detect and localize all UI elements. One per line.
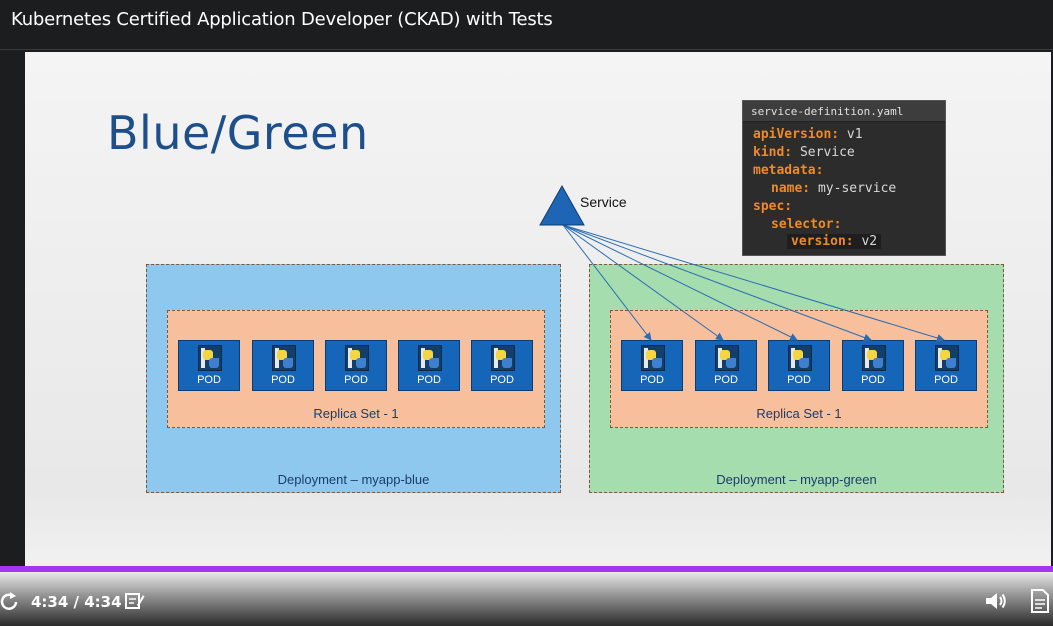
replay-icon[interactable]	[0, 590, 18, 612]
video-slide[interactable]: Blue/Green POD POD POD POD POD	[25, 52, 1051, 567]
pod-label: POD	[787, 374, 811, 386]
python-icon	[418, 345, 442, 371]
pod-label: POD	[417, 374, 441, 386]
service-triangle-icon	[539, 184, 585, 226]
service-arrow	[562, 224, 798, 341]
player-controls: 4:34 / 4:34	[0, 572, 1053, 626]
service-arrow	[562, 224, 872, 342]
pod: POD	[398, 340, 460, 391]
yaml-line: selector:	[771, 217, 842, 232]
top-bar: Kubernetes Certified Application Develop…	[0, 0, 1053, 50]
python-icon	[272, 345, 296, 371]
left-gutter	[0, 52, 25, 567]
python-icon	[198, 345, 222, 371]
pod-label: POD	[714, 374, 738, 386]
yaml-filename: service-definition.yaml	[743, 101, 945, 122]
deployment-blue: POD POD POD POD POD Replica Set - 1 Depl…	[146, 264, 561, 493]
python-icon	[788, 345, 812, 371]
notes-icon[interactable]	[125, 592, 145, 610]
python-icon	[935, 345, 959, 371]
volume-icon[interactable]	[984, 591, 1008, 611]
service-arrow	[562, 224, 652, 341]
yaml-line-highlighted: version: v2	[787, 234, 882, 249]
service-arrow	[562, 224, 945, 342]
python-icon	[641, 345, 665, 371]
yaml-line: kind: Service	[753, 145, 855, 160]
pod: POD	[695, 340, 757, 391]
pod-label: POD	[861, 374, 885, 386]
replica-set: POD POD POD POD POD Replica Set - 1	[167, 310, 545, 428]
deployment-label: Deployment – myapp-green	[716, 472, 877, 487]
pod: POD	[842, 340, 904, 391]
pod: POD	[178, 340, 240, 391]
pod-label: POD	[197, 374, 221, 386]
yaml-line: spec:	[753, 199, 793, 214]
pod-label: POD	[490, 374, 514, 386]
replica-set-label: Replica Set - 1	[756, 406, 842, 421]
service-label: Service	[580, 194, 627, 210]
pod-label: POD	[934, 374, 958, 386]
pod: POD	[325, 340, 387, 391]
pod: POD	[768, 340, 830, 391]
pod-label: POD	[344, 374, 368, 386]
yaml-line: name: my-service	[771, 181, 897, 196]
replica-set: POD POD POD POD POD Replica Set - 1	[610, 310, 988, 428]
pod: POD	[252, 340, 314, 391]
pod: POD	[471, 340, 533, 391]
python-icon	[491, 345, 515, 371]
course-title: Kubernetes Certified Application Develop…	[11, 9, 553, 30]
yaml-line: metadata:	[753, 163, 824, 178]
pod-label: POD	[271, 374, 295, 386]
pod: POD	[621, 340, 683, 391]
right-gutter	[1051, 52, 1053, 567]
progress-bar[interactable]	[0, 566, 1053, 572]
yaml-line: apiVersion: v1	[753, 127, 863, 142]
python-icon	[862, 345, 886, 371]
deployment-green: POD POD POD POD POD Replica Set - 1 Depl…	[589, 264, 1004, 493]
pod: POD	[915, 340, 977, 391]
python-icon	[345, 345, 369, 371]
slide-title: Blue/Green	[107, 106, 369, 160]
deployment-label: Deployment – myapp-blue	[277, 472, 430, 487]
service-arrows	[539, 184, 945, 342]
service-arrow	[562, 224, 724, 341]
time-display: 4:34 / 4:34	[31, 593, 122, 611]
transcript-icon[interactable]	[1030, 588, 1050, 614]
pod-label: POD	[640, 374, 664, 386]
replica-set-label: Replica Set - 1	[313, 406, 399, 421]
python-icon	[715, 345, 739, 371]
yaml-code-box: service-definition.yaml apiVersion: v1 k…	[742, 100, 946, 256]
